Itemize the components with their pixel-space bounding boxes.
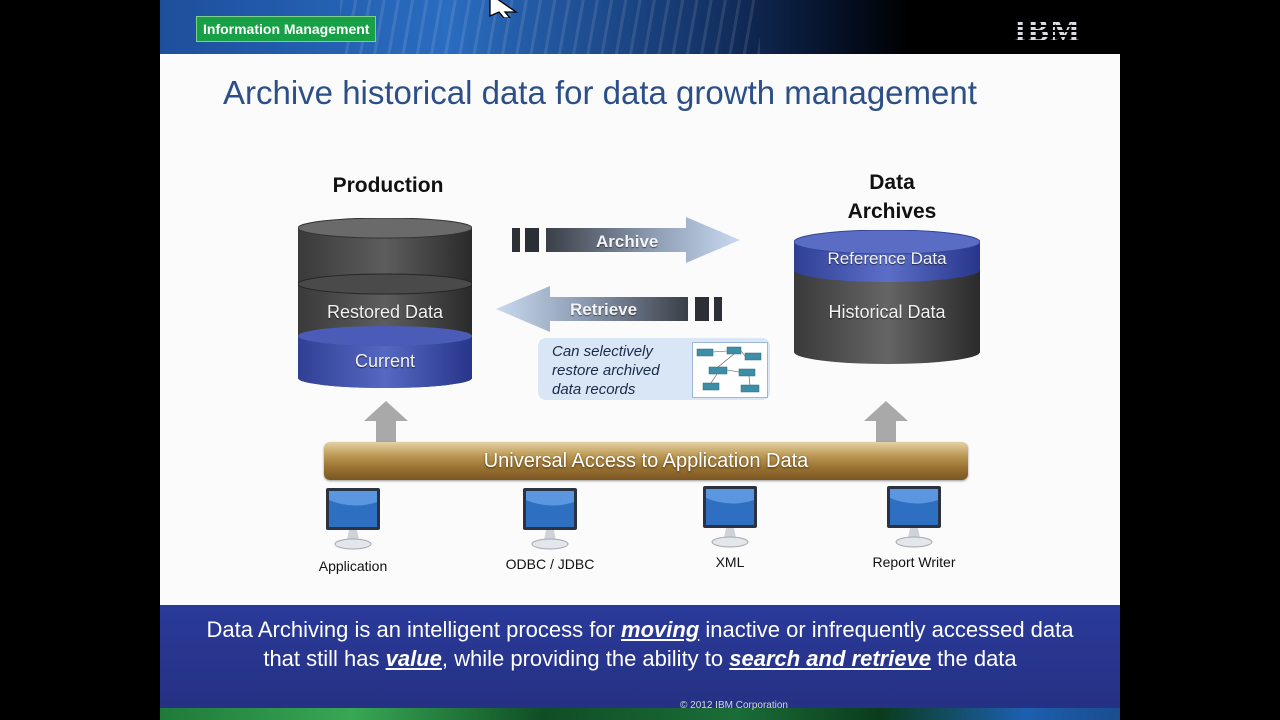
- footer-emphasis-moving: moving: [621, 617, 700, 642]
- footer-emphasis-value: value: [385, 646, 442, 671]
- data-archives-heading: Data Archives: [802, 168, 982, 226]
- note-line-2: restore archived: [552, 362, 660, 379]
- footer-emphasis-search-retrieve: search and retrieve: [729, 646, 932, 671]
- universal-access-bar: Universal Access to Application Data: [324, 442, 968, 480]
- archive-up-arrow-icon: [864, 401, 908, 443]
- data-archives-heading-line2: Archives: [847, 200, 937, 223]
- archive-database: Reference Data Historical Data: [794, 230, 980, 364]
- client-label-application: Application: [318, 558, 388, 574]
- client-report-writer: Report Writer: [854, 484, 974, 570]
- archive-arrow-label: Archive: [596, 232, 659, 251]
- footer-statement-box: Data Archiving is an intelligent process…: [160, 605, 1120, 708]
- footer-statement: Data Archiving is an intelligent process…: [200, 615, 1080, 673]
- current-label: Current: [354, 351, 416, 371]
- footer-text-2: inactive or infrequently accessed data t…: [263, 617, 1074, 671]
- archive-arrow-icon: [512, 217, 740, 263]
- selective-restore-note: Can selectively restore archived data re…: [538, 338, 770, 400]
- universal-access-label: Universal Access to Application Data: [483, 450, 809, 472]
- historical-data-label: Historical Data: [828, 302, 946, 322]
- retrieve-arrow-label: Retrieve: [570, 300, 638, 319]
- client-label-report-writer: Report Writer: [872, 554, 956, 570]
- retrieve-arrow-icon: [496, 286, 722, 332]
- footer-text-3: , while providing the ability to: [441, 646, 730, 671]
- production-up-arrow-icon: [364, 401, 408, 443]
- data-archives-heading-line1: Data: [869, 171, 915, 194]
- monitor-icon: [523, 488, 577, 550]
- slide-title: Archive historical data for data growth …: [223, 74, 977, 111]
- archive-cylinder-icon: [794, 230, 980, 364]
- monitor-icon: [326, 488, 380, 550]
- information-management-badge: Information Management: [196, 16, 377, 42]
- monitor-icon: [703, 486, 757, 548]
- production-cylinder-icon: [298, 218, 472, 388]
- production-database: Restored Data Current: [298, 218, 472, 390]
- restored-data-label: Restored Data: [326, 302, 444, 322]
- reference-data-label: Reference Data: [827, 249, 947, 268]
- footer-text-4: the data: [931, 646, 1017, 671]
- client-application: Application: [293, 486, 413, 574]
- ibm-logo: IBM: [1014, 12, 1081, 48]
- data-model-diagram-icon: [696, 346, 762, 393]
- footer-text-1: Data Archiving is an intelligent process…: [206, 617, 622, 642]
- header-light-streaks: [340, 0, 760, 54]
- note-line-3: data records: [552, 381, 636, 398]
- client-label-xml: XML: [715, 554, 745, 570]
- client-label-odbc-jdbc: ODBC / JDBC: [505, 556, 595, 572]
- data-model-thumbnail: [692, 342, 768, 398]
- slide: Information Management IBM Archive histo…: [160, 0, 1120, 720]
- copyright-text: © 2012 IBM Corporation: [680, 700, 788, 711]
- bottom-decorative-strip: [160, 708, 1120, 720]
- client-odbc-jdbc: ODBC / JDBC: [490, 486, 610, 572]
- client-xml: XML: [670, 484, 790, 570]
- note-text: Can selectively restore archived data re…: [552, 342, 692, 399]
- production-heading: Production: [332, 174, 444, 197]
- header-band: Information Management IBM: [160, 0, 1120, 54]
- note-line-1: Can selectively: [552, 343, 653, 360]
- mouse-cursor-icon: [489, 0, 519, 18]
- monitor-icon: [887, 486, 941, 548]
